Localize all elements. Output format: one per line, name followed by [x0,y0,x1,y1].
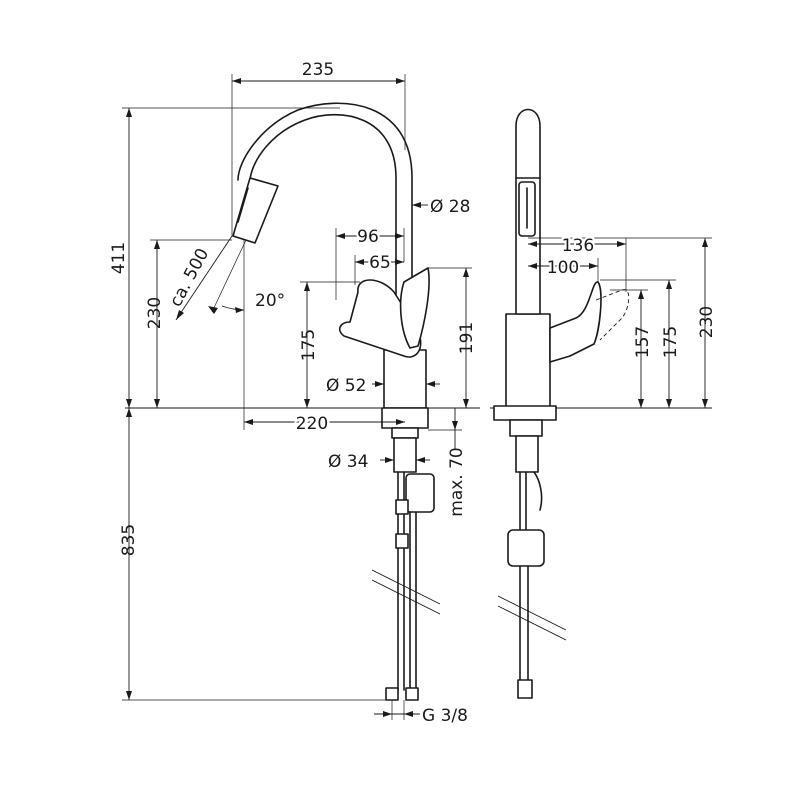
dim-65-label: 65 [369,253,391,273]
front-hose-loop [533,471,543,511]
break-line-1 [371,569,441,605]
front-column [505,313,551,409]
dim-175-side-label: 175 [299,329,319,361]
dim-96-label: 96 [357,227,379,247]
lever-handle-alt-position [399,267,430,349]
dim-136-label: 136 [562,236,594,256]
hose-connector-left [385,687,399,701]
dim-230-front-label: 230 [697,306,717,338]
front-break-line-1 [497,595,567,631]
dim-g38-label: G 3/8 [422,706,468,726]
front-hose-connector [517,679,533,699]
dim-230-outlet-label: 230 [145,297,165,329]
dim-175-front-label: 175 [661,326,681,358]
dim-191-label: 191 [457,322,477,354]
dim-157-label: 157 [633,326,653,358]
under-counter-assembly [371,427,441,701]
dim-dia28-label: Ø 28 [430,197,470,217]
dim-100-label: 100 [547,258,579,278]
front-view: 136 100 157 175 230 [490,108,717,699]
faucet-body [232,102,430,429]
front-faucet-body [493,108,630,421]
dim-dia34-label: Ø 34 [328,452,368,472]
mounting-nut [391,427,419,439]
dim-235-label: 235 [302,60,334,80]
front-shank [515,435,539,473]
hose-clip-lower [395,533,409,549]
angle-20-label: 20° [255,291,285,311]
lever-handle [338,279,422,358]
break-line-2 [371,579,441,615]
dim-max70-label: max. 70 [447,447,467,516]
front-break-line-2 [497,605,567,641]
pullout-spray-head [232,177,279,244]
dim-220-label: 220 [296,414,328,434]
hose-clip [395,499,409,515]
front-nut [509,419,543,437]
faucet-column [383,349,427,409]
front-lever [549,281,602,363]
front-hose-weight [507,529,545,567]
faucet-base-plate [381,407,429,429]
dim-411-label: 411 [109,242,129,274]
spout-inner [237,102,413,349]
front-base-plate [493,405,557,421]
dim-835-label: 835 [119,524,139,556]
spout-outer [249,113,397,349]
hose-weight [405,473,435,513]
spray-head-detail [237,187,249,223]
dim-dia52-label: Ø 52 [326,376,366,396]
side-view: 235 411 230 ca. 500 20° Ø 28 9 [109,60,480,726]
threaded-shank [393,437,417,473]
hose-connector-right [405,687,419,701]
front-under-counter [497,419,567,699]
